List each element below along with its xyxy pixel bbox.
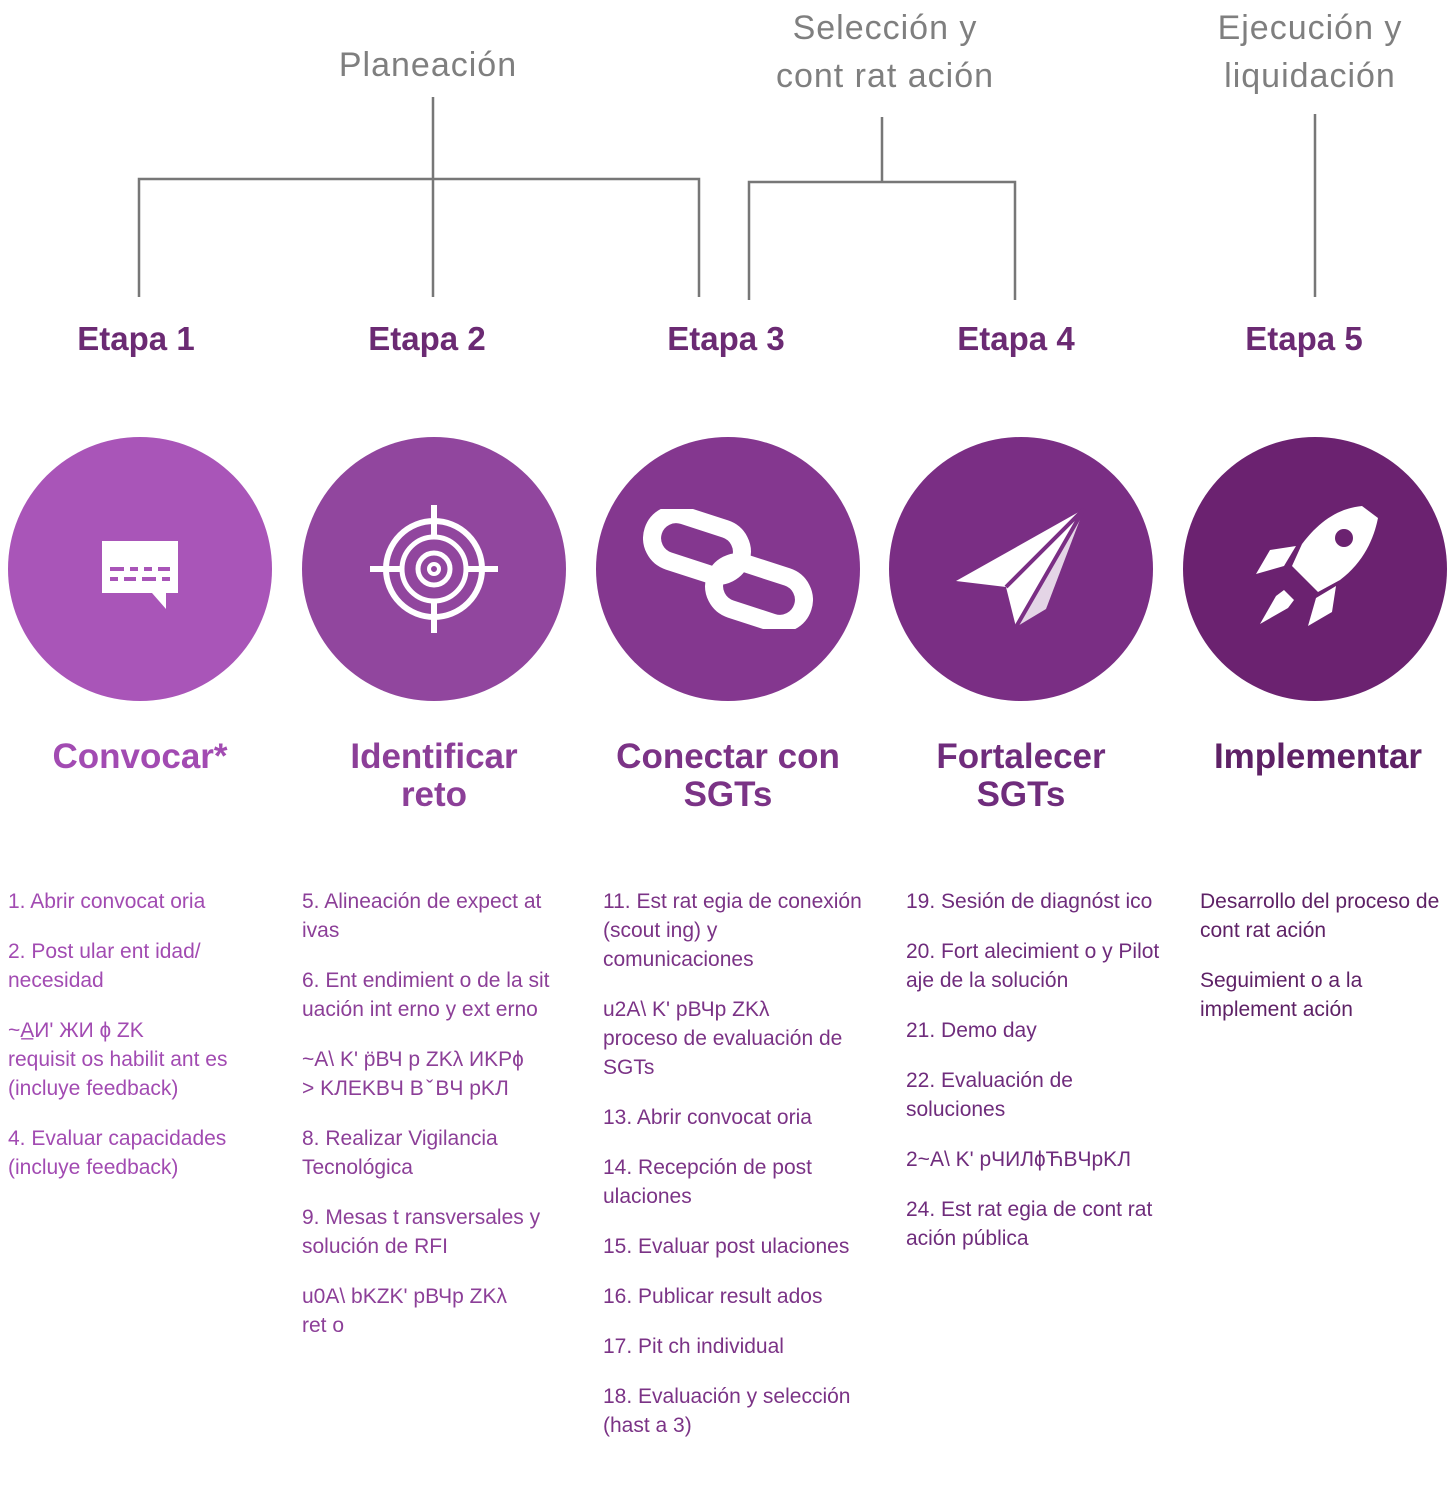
stage-1-steps: 1. Abrir convocat oria 2. Post ular ent … (8, 887, 268, 1203)
chat-bubble-icon (102, 541, 178, 609)
step-item: 2~A\ K' pЧИЛɸЋBЧpKЛ (906, 1148, 1131, 1171)
step-item: 9. Mesas t ransversales y solución de RF… (302, 1206, 541, 1258)
step-item: 17. Pit ch individual (603, 1335, 784, 1358)
stage-circle-1 (8, 437, 272, 701)
garbled-text: u0A\ bKZK' pВЧp ZKλ (302, 1285, 507, 1308)
paper-plane-icon (956, 507, 1086, 628)
stage-label-4: Etapa 4 (957, 320, 1075, 357)
stage-2-steps: 5. Alineación de expect at ivas 6. Ent e… (302, 887, 562, 1361)
step-item: 19. Sesión de diagnóst ico (906, 890, 1153, 913)
step-item: 18. Evaluación y selección (hast a 3) (603, 1385, 851, 1437)
step-item: 21. Demo day (906, 1019, 1037, 1042)
phase-ejecucion: Ejecución y liquidación (1217, 9, 1403, 95)
step-item: 20. Fort alecimient o y Pilot aje de la … (906, 940, 1160, 992)
garbled-text: u2A\ K' pВЧp ZKλ (603, 998, 770, 1021)
stage-4-steps: 19. Sesión de diagnóst ico 20. Fort alec… (906, 887, 1168, 1274)
step-item: Desarrollo del proceso de cont rat ación (1200, 890, 1440, 942)
phase-planeacion: Planeación (338, 46, 518, 84)
stage-title-4: Fortalecer SGTs (936, 737, 1106, 814)
stage-5-steps: Desarrollo del proceso de cont rat ación… (1200, 887, 1440, 1045)
step-item: Seguimient o a la implement ación (1200, 969, 1363, 1021)
garbled-text: ~A\ K' p̈ВЧ p ZKλ ИKPɸ (302, 1048, 524, 1071)
step-item: 1. Abrir convocat oria (8, 890, 206, 913)
stage-title-1: Convocar* (52, 737, 228, 776)
step-item: 14. Recepción de post ulaciones (603, 1156, 812, 1208)
step-item: 13. Abrir convocat oria (603, 1106, 812, 1129)
chain-link-icon (643, 509, 813, 629)
stage-circle-5 (1183, 437, 1447, 701)
stage-circle-3 (596, 437, 860, 701)
planeacion-bracket (137, 97, 701, 297)
rocket-icon (1256, 506, 1378, 626)
stage-title-3: Conectar con SGTs (616, 737, 840, 814)
step-item: 4. Evaluar capacidades (incluye feedback… (8, 1127, 227, 1179)
garbled-text: > KЛEKBЧ B ̌ BЧ pKЛ (302, 1077, 509, 1100)
step-item: 24. Est rat egia de cont rat ación públi… (906, 1198, 1153, 1250)
stage-3-steps: 11. Est rat egia de conexión (scout ing)… (603, 887, 863, 1461)
step-item: 22. Evaluación de soluciones (906, 1069, 1073, 1121)
garbled-text: ~A̲И' ЖИ ɸ ZK (8, 1019, 144, 1042)
stage-label-5: Etapa 5 (1245, 320, 1363, 357)
stage-title-5: Implementar (1213, 737, 1423, 776)
target-icon (370, 505, 498, 633)
stage-title-2: Identificar reto (350, 737, 518, 814)
step-item: ~A\ K' p̈ВЧ p ZKλ ИKPɸ > KЛEKBЧ B ̌ BЧ pK… (302, 1045, 562, 1103)
stage-label-1: Etapa 1 (77, 320, 195, 357)
phase-seleccion: Selección y cont rat ación (775, 9, 995, 95)
step-item: 8. Realizar Vigilancia Tecnológica (302, 1127, 498, 1179)
stage-circle-2 (302, 437, 566, 701)
stage-label-2: Etapa 2 (368, 320, 486, 357)
step-item: 15. Evaluar post ulaciones (603, 1235, 850, 1258)
step-item: 16. Publicar result ados (603, 1285, 823, 1308)
step-item: 11. Est rat egia de conexión (scout ing)… (603, 890, 862, 971)
step-item: 5. Alineación de expect at ivas (302, 890, 542, 942)
stage-circle-4 (889, 437, 1153, 701)
step-item: 2. Post ular ent idad/ necesidad (8, 940, 201, 992)
seleccion-bracket (747, 117, 1017, 300)
phase-connectors (137, 97, 1317, 300)
stage-label-3: Etapa 3 (667, 320, 785, 357)
step-item: 6. Ent endimient o de la sit uación int … (302, 969, 550, 1021)
